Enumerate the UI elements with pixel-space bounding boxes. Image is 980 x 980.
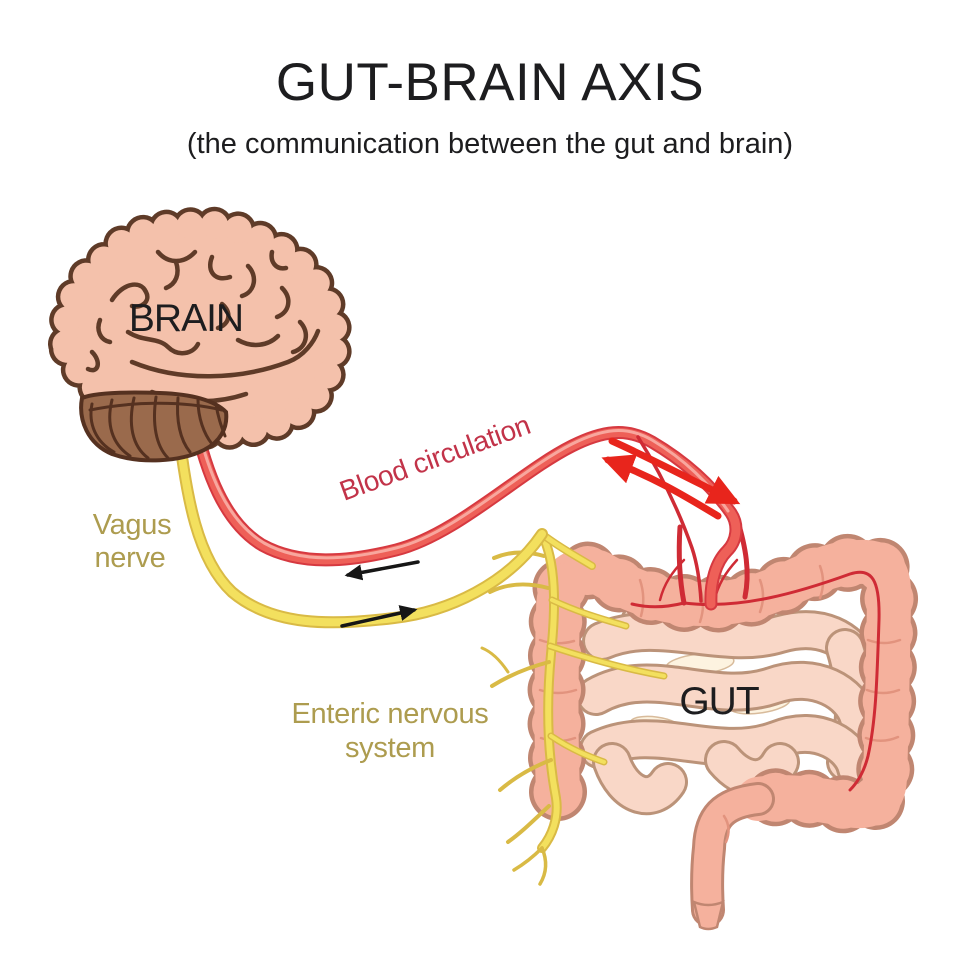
brain-label: BRAIN — [129, 297, 243, 340]
vagus-arrow-to-brain — [344, 560, 420, 581]
enteric-twigs — [480, 550, 553, 886]
vagus-signal-arrows — [340, 560, 420, 628]
page-title: GUT-BRAIN AXIS — [276, 53, 704, 112]
enteric-nervous-system-label: Enteric nervous system — [292, 698, 489, 764]
brain-illustration — [47, 206, 353, 463]
page-subtitle: (the communication between the gut and b… — [187, 128, 793, 160]
blood-flow-arrows — [601, 437, 741, 520]
svg-text:system: system — [345, 732, 435, 764]
cerebellum — [79, 390, 229, 463]
blood-circulation-line — [187, 411, 743, 611]
svg-text:nerve: nerve — [94, 542, 165, 574]
svg-text:Vagus: Vagus — [93, 509, 172, 541]
blood-arrow-to-gut — [608, 437, 741, 505]
gut-illustration — [480, 515, 919, 931]
vagus-nerve-line — [171, 410, 548, 629]
vagus-nerve-label: Vagus nerve — [93, 509, 172, 574]
anal-canal — [692, 899, 725, 931]
svg-text:Enteric nervous: Enteric nervous — [292, 698, 489, 730]
blood-arrow-to-brain — [601, 454, 722, 520]
gut-label: GUT — [679, 680, 759, 723]
vagus-arrow-to-gut — [340, 605, 418, 628]
